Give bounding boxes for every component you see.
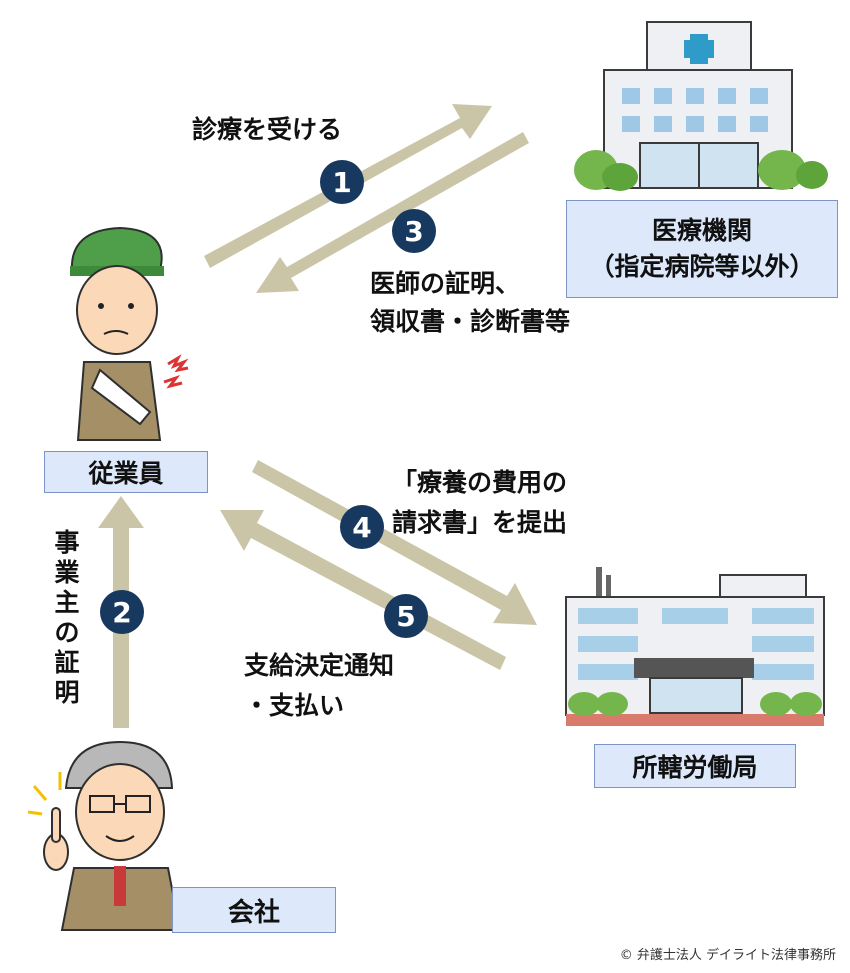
step-3-text-line2: 領収書・診断書等 <box>370 307 571 336</box>
step-2-char: 事 <box>54 528 80 557</box>
company-label: 会社 <box>227 897 280 928</box>
step-4-badge: 4 <box>340 505 384 549</box>
step-4-text-line1: 「療養の費用の <box>392 468 568 497</box>
employee-label-box: 従業員 <box>44 451 208 493</box>
employee-label: 従業員 <box>88 459 164 488</box>
bureau-label-box: 所轄労働局 <box>594 744 796 788</box>
step-2-char: の <box>54 618 80 647</box>
hospital-label-line1: 医療機関 <box>651 216 752 245</box>
step-2-badge: 2 <box>100 590 144 634</box>
hospital-label-line2: （指定病院等以外） <box>589 252 815 281</box>
step-2-vertical-text: 事 業 主 の 証 明 <box>52 528 82 708</box>
step-2-char: 主 <box>54 588 80 617</box>
company-label-box: 会社 <box>172 887 336 933</box>
step-1-text: 診療を受ける <box>192 115 343 144</box>
step-5-text-line2: ・支払い <box>244 691 345 720</box>
arrow-5 <box>220 510 506 670</box>
arrow-3 <box>256 132 529 293</box>
step-5-text-line1: 支給決定通知 <box>244 651 395 680</box>
bureau-label: 所轄労働局 <box>632 753 758 782</box>
hospital-building-illustration <box>574 21 828 191</box>
company-person-illustration <box>27 740 182 931</box>
step-3-text-line1: 医師の証明、 <box>370 269 521 298</box>
hospital-label-box: 医療機関 （指定病院等以外） <box>566 200 838 298</box>
copyright-text: © 弁護士法人 デイライト法律事務所 <box>619 948 836 963</box>
step-1-badge: 1 <box>320 160 364 204</box>
step-2-char: 業 <box>54 558 80 587</box>
step-4-text-line2: 請求書」を提出 <box>392 508 568 537</box>
step-5-badge: 5 <box>384 594 428 638</box>
arrow-4 <box>252 460 537 625</box>
step-2-char: 明 <box>54 678 80 707</box>
employee-illustration <box>70 226 189 441</box>
step-3-badge: 3 <box>392 209 436 253</box>
bureau-building-illustration <box>565 567 825 726</box>
step-2-char: 証 <box>54 648 80 677</box>
